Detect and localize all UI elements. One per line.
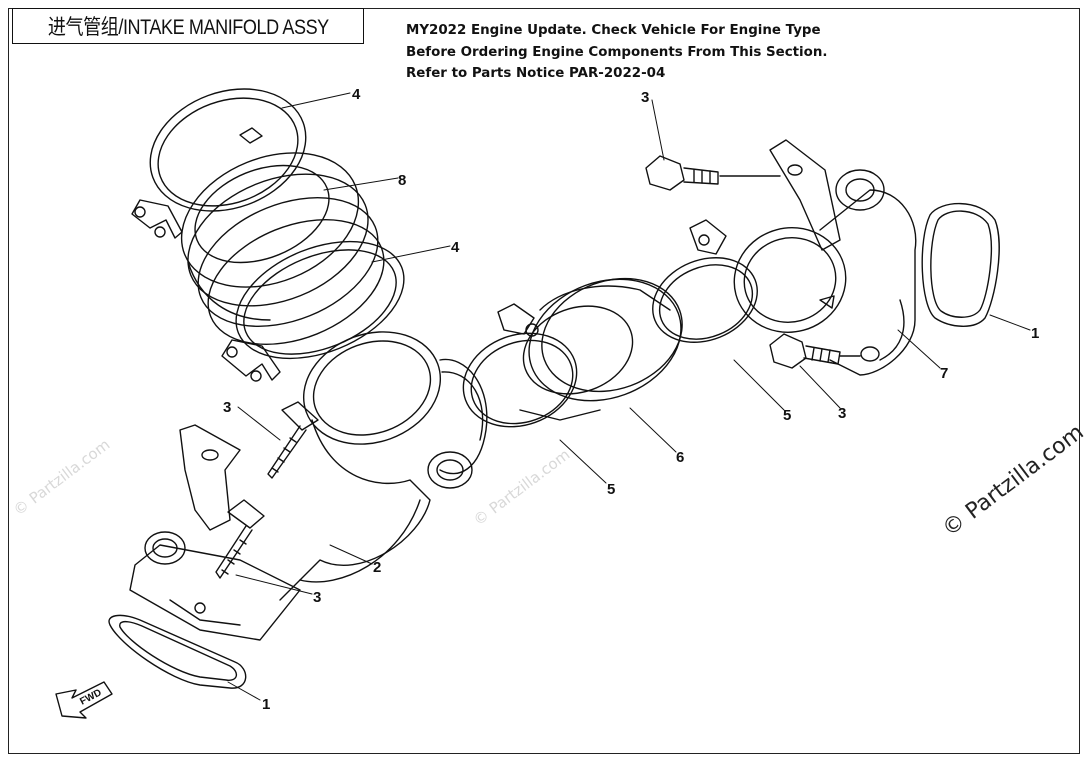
- intake-boot: [180, 152, 385, 346]
- bolt-middle-right: [769, 333, 861, 369]
- bolt-lower-left-1: [267, 401, 319, 479]
- notice-line: Before Ordering Engine Components From T…: [406, 44, 828, 60]
- page-title: 进气管组/INTAKE MANIFOLD ASSY: [12, 8, 364, 44]
- callout-label: 3: [223, 399, 231, 416]
- rear-intake-manifold: [129, 331, 488, 641]
- bolt-upper-right: [645, 155, 781, 191]
- hose-clamp-upper: [131, 88, 307, 239]
- callout-label: 8: [398, 172, 406, 189]
- gasket-right: [921, 202, 1000, 327]
- callout-label: 4: [451, 239, 460, 256]
- callout-label: 7: [940, 365, 948, 382]
- callout-label: 3: [313, 589, 321, 606]
- intake-boot-center: [519, 277, 683, 421]
- bolt-lower-left-2: [215, 499, 265, 579]
- notice-line: MY2022 Engine Update. Check Vehicle For …: [406, 23, 821, 38]
- hose-clamp-middle-right: [652, 219, 758, 343]
- callout-label: 1: [1031, 325, 1039, 342]
- callout-label: 1: [262, 696, 270, 713]
- callout-label: 3: [838, 405, 846, 422]
- notice-line: Refer to Parts Notice PAR-2022-04: [406, 66, 666, 81]
- callout-label: 2: [373, 559, 381, 576]
- fwd-label: FWD: [78, 687, 103, 707]
- hose-clamp-middle-left: [462, 303, 578, 428]
- engine-update-notice: MY2022 Engine Update. Check Vehicle For …: [406, 20, 827, 85]
- callout-label: 6: [676, 449, 684, 466]
- front-intake-manifold: [733, 139, 917, 376]
- callout-label: 5: [607, 481, 615, 498]
- callout-label: 4: [352, 86, 361, 103]
- diagram-frame: [8, 8, 1080, 754]
- fwd-arrow-icon: [55, 681, 113, 719]
- callout-label: 5: [783, 407, 791, 424]
- gasket-lower: [108, 614, 247, 689]
- callout-label: 3: [641, 89, 649, 106]
